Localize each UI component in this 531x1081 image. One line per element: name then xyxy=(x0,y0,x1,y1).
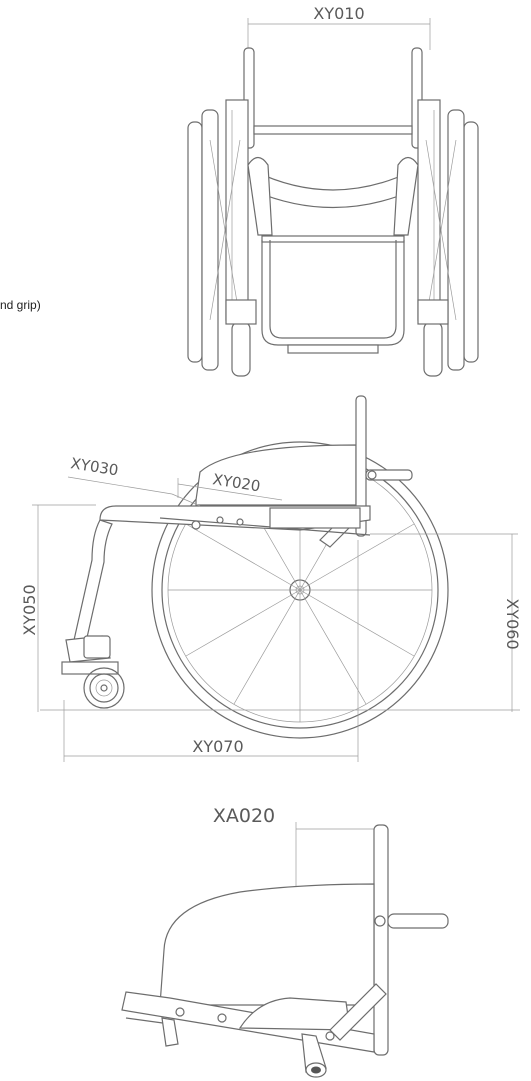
dim-xy070: XY070 xyxy=(192,737,243,756)
side-view: XY050 XY060 XY070 XY030 XY020 xyxy=(20,395,522,762)
front-view: XY010 xyxy=(187,4,479,377)
detail-view: XA020 xyxy=(121,805,449,1078)
dim-xy050: XY050 xyxy=(20,584,39,635)
dim-xy060: XY060 xyxy=(503,598,522,649)
dim-xy010: XY010 xyxy=(313,4,364,23)
truncated-caption: nd grip) xyxy=(0,298,41,312)
dim-xa020: XA020 xyxy=(213,805,275,827)
dim-xy030: XY030 xyxy=(69,454,119,479)
